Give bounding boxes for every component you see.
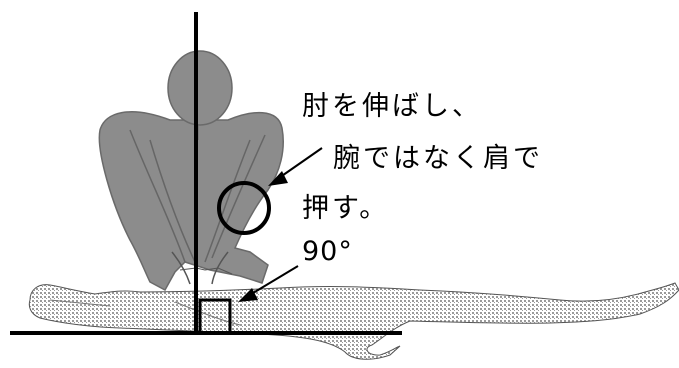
angle-arrow bbox=[238, 265, 299, 302]
annotation-line-1: 肘を伸ばし、 bbox=[302, 91, 482, 122]
annotation-line-2: 腕ではなく肩で bbox=[333, 143, 543, 174]
annotation-line-3: 押す。 bbox=[302, 193, 390, 224]
patient-figure bbox=[28, 282, 679, 360]
elbow-circle bbox=[217, 181, 271, 235]
rescuer-figure bbox=[98, 50, 284, 292]
elbow-arrow bbox=[268, 147, 323, 186]
angle-label: 90° bbox=[302, 236, 353, 267]
right-angle-marker bbox=[198, 298, 232, 335]
